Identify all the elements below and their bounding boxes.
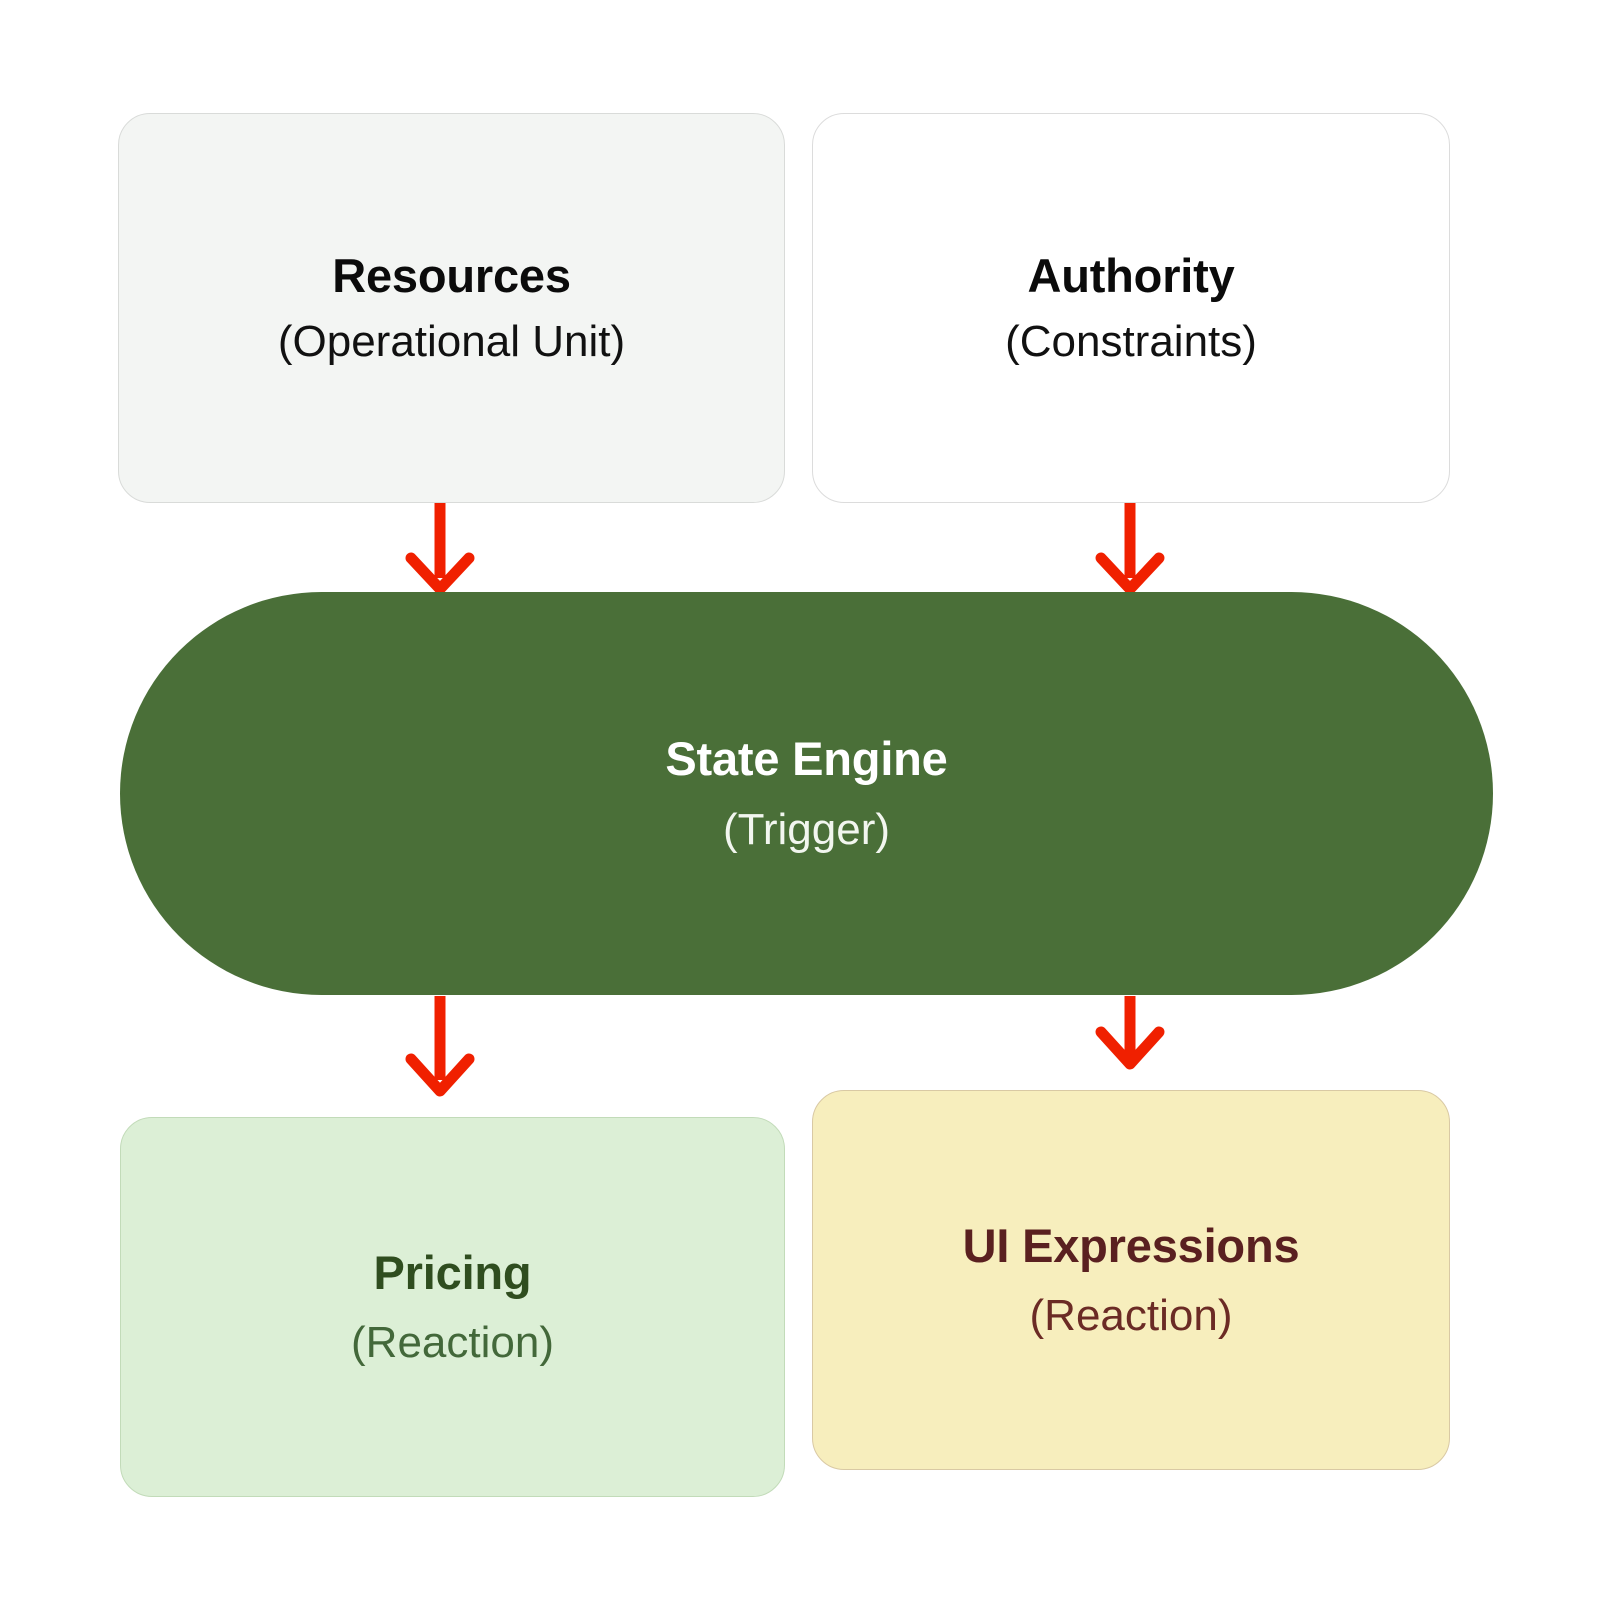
node-authority[interactable]: Authority (Constraints): [812, 113, 1450, 503]
node-authority-title: Authority: [1027, 249, 1235, 303]
node-state-engine-subtitle: (Trigger): [722, 805, 891, 855]
node-ui-expressions[interactable]: UI Expressions (Reaction): [812, 1090, 1450, 1470]
node-ui-expressions-title: UI Expressions: [962, 1219, 1300, 1273]
node-resources-subtitle: (Operational Unit): [277, 316, 626, 366]
node-resources[interactable]: Resources (Operational Unit): [118, 113, 785, 503]
node-resources-title: Resources: [332, 249, 571, 303]
node-authority-subtitle: (Constraints): [1005, 316, 1257, 366]
arrow-state-engine-to-ui-expressions: [1095, 996, 1165, 1070]
node-state-engine[interactable]: State Engine (Trigger): [120, 592, 1493, 995]
node-pricing[interactable]: Pricing (Reaction): [120, 1117, 785, 1497]
node-pricing-subtitle: (Reaction): [351, 1317, 554, 1367]
arrow-authority-to-state-engine: [1095, 496, 1165, 595]
node-state-engine-title: State Engine: [665, 731, 948, 785]
arrow-state-engine-to-pricing: [405, 996, 475, 1097]
arrow-resources-to-state-engine: [405, 496, 475, 595]
node-ui-expressions-subtitle: (Reaction): [1029, 1290, 1233, 1340]
node-pricing-title: Pricing: [373, 1246, 532, 1300]
